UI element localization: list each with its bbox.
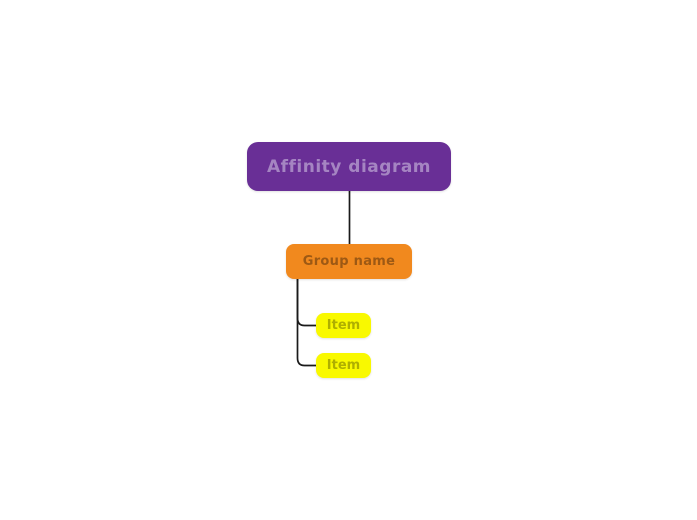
node-group-name-label: Group name [302, 254, 396, 269]
connector-group-to-item2 [296, 279, 316, 367]
connector-group-to-item1 [296, 279, 316, 327]
node-group-name[interactable]: Group name [286, 244, 412, 279]
node-item-2-label: Item [326, 358, 361, 373]
node-item-2[interactable]: Item [316, 353, 371, 378]
node-item-1[interactable]: Item [316, 313, 371, 338]
node-affinity-diagram[interactable]: Affinity diagram [247, 142, 451, 191]
node-affinity-diagram-label: Affinity diagram [266, 156, 432, 177]
node-item-1-label: Item [326, 318, 361, 333]
